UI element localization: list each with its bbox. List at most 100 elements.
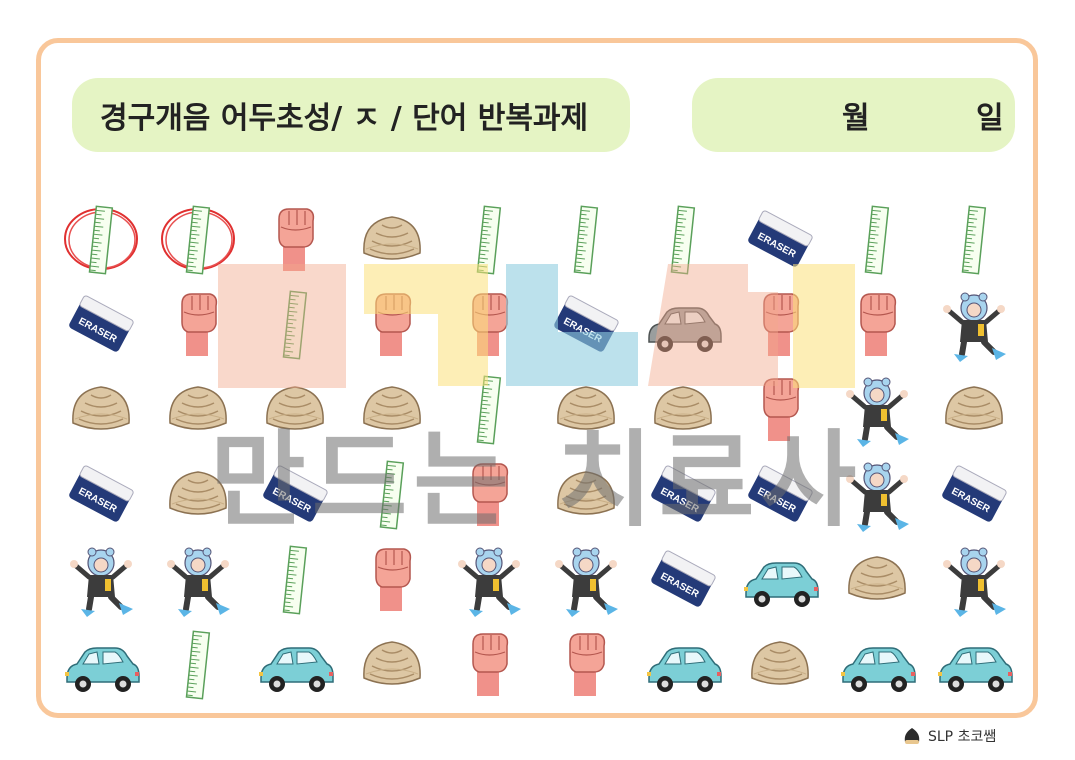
diver-icon	[457, 547, 521, 617]
title-banner: 경구개음 어두초성/ ㅈ / 단어 반복과제	[72, 78, 630, 152]
fist-icon	[471, 292, 508, 356]
fist-icon	[762, 292, 799, 356]
grid-cell	[246, 281, 343, 366]
grid-cell	[149, 281, 246, 366]
grid-cell	[731, 366, 828, 451]
clam-icon	[362, 215, 421, 260]
grid-cell	[52, 536, 149, 621]
page-title: 경구개음 어두초성/ ㅈ / 단어 반복과제	[100, 101, 589, 136]
grid-cell	[343, 196, 440, 281]
grid-cell	[828, 536, 925, 621]
ruler-icon	[670, 205, 695, 274]
grid-cell	[925, 366, 1022, 451]
grid-cell	[537, 196, 634, 281]
grid-cell: ERASER	[731, 196, 828, 281]
grid-cell	[149, 621, 246, 706]
diver-icon	[845, 462, 909, 532]
eraser-icon: ERASER	[262, 465, 328, 522]
grid-cell	[440, 621, 537, 706]
ruler-icon	[282, 545, 307, 614]
grid-cell	[731, 281, 828, 366]
grid-cell	[246, 621, 343, 706]
grid-cell	[246, 196, 343, 281]
car-icon	[840, 646, 916, 692]
clam-icon	[556, 470, 615, 515]
grid-cell	[537, 621, 634, 706]
clam-icon	[71, 385, 130, 430]
credit-text: SLP 초코쌤	[928, 729, 997, 745]
grid-cell	[149, 196, 246, 281]
grid-cell	[149, 451, 246, 536]
grid-cell	[925, 536, 1022, 621]
diver-icon	[166, 547, 230, 617]
car-icon	[258, 646, 334, 692]
clam-icon	[265, 385, 324, 430]
grid-cell: ERASER	[634, 536, 731, 621]
car-icon	[64, 646, 140, 692]
grid-cell	[634, 196, 731, 281]
clam-icon	[168, 470, 227, 515]
grid-cell: ERASER	[634, 451, 731, 536]
fist-icon	[471, 462, 508, 526]
grid-cell	[828, 366, 925, 451]
date-banner: 월 일	[692, 78, 1015, 152]
circled-ruler-icon	[160, 205, 235, 274]
fist-icon	[277, 207, 314, 271]
eraser-icon: ERASER	[650, 465, 716, 522]
grid-cell	[925, 196, 1022, 281]
eraser-icon: ERASER	[650, 550, 716, 607]
grid-cell	[925, 621, 1022, 706]
clam-icon	[653, 385, 712, 430]
fist-icon	[374, 292, 411, 356]
car-icon	[937, 646, 1013, 692]
ruler-icon	[282, 290, 307, 359]
grid-cell	[634, 621, 731, 706]
grid-cell: ERASER	[537, 281, 634, 366]
ruler-icon	[185, 630, 210, 699]
diver-icon	[942, 292, 1006, 362]
clam-icon	[750, 640, 809, 685]
ruler-icon	[961, 205, 986, 274]
eraser-icon: ERASER	[941, 465, 1007, 522]
month-label: 월	[842, 101, 870, 136]
grid-cell	[828, 621, 925, 706]
ruler-icon	[476, 205, 501, 274]
gray-car-icon	[647, 306, 722, 352]
picture-grid: ERASER ERASER	[52, 196, 1022, 706]
fist-icon	[568, 632, 605, 696]
grid-cell	[634, 281, 731, 366]
chestnut-icon	[904, 728, 920, 744]
ruler-icon	[573, 205, 598, 274]
eraser-icon: ERASER	[747, 465, 813, 522]
grid-cell	[828, 281, 925, 366]
car-icon	[646, 646, 722, 692]
grid-cell: ERASER	[52, 451, 149, 536]
grid-cell	[52, 621, 149, 706]
grid-cell	[52, 196, 149, 281]
eraser-icon: ERASER	[747, 210, 813, 267]
diver-icon	[942, 547, 1006, 617]
fist-icon	[180, 292, 217, 356]
grid-cell	[440, 536, 537, 621]
grid-cell	[246, 366, 343, 451]
grid-cell	[440, 451, 537, 536]
grid-cell	[343, 281, 440, 366]
car-icon	[743, 561, 819, 607]
clam-icon	[944, 385, 1003, 430]
circled-ruler-icon	[63, 205, 138, 274]
grid-cell	[440, 366, 537, 451]
grid-cell: ERASER	[925, 451, 1022, 536]
day-label: 일	[976, 101, 1004, 136]
eraser-icon: ERASER	[68, 465, 134, 522]
eraser-icon: ERASER	[553, 295, 619, 352]
grid-cell: ERASER	[731, 451, 828, 536]
clam-icon	[362, 385, 421, 430]
clam-icon	[168, 385, 227, 430]
fist-icon	[471, 632, 508, 696]
clam-icon	[362, 640, 421, 685]
eraser-icon: ERASER	[68, 295, 134, 352]
credit: SLP 초코쌤	[902, 724, 996, 748]
ruler-icon	[379, 460, 404, 529]
grid-cell	[440, 281, 537, 366]
grid-cell	[246, 536, 343, 621]
